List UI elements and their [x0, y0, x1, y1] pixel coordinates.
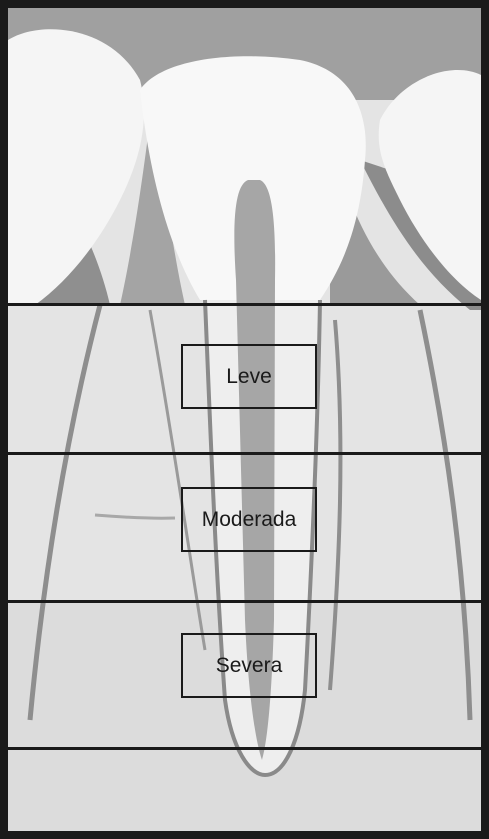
moderate-level-label: Moderada — [181, 487, 317, 552]
mild-level-label: Leve — [181, 344, 317, 409]
level-line-4 — [8, 747, 481, 750]
level-line-2 — [8, 452, 481, 455]
severe-level-label: Severa — [181, 633, 317, 698]
level-line-3 — [8, 600, 481, 603]
level-line-1 — [8, 303, 481, 306]
